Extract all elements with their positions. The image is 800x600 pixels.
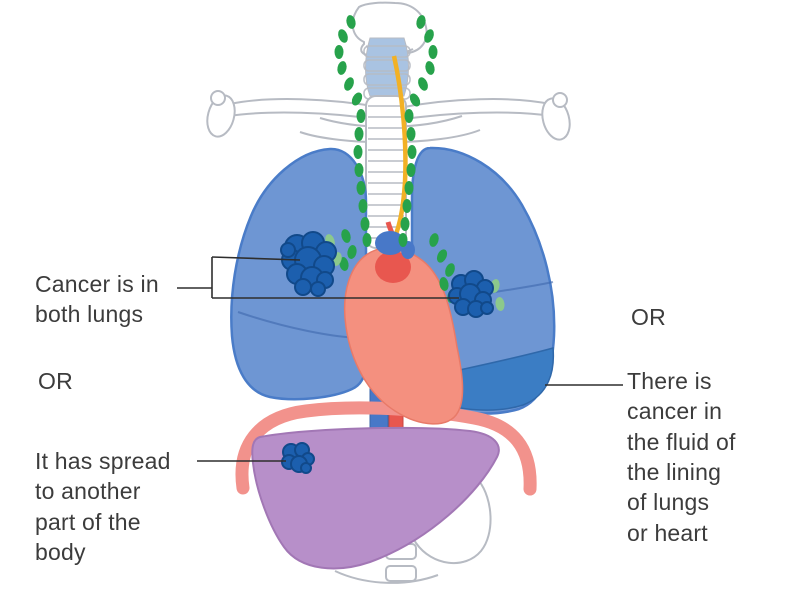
- heart-body: [343, 246, 464, 425]
- label-or-left: OR: [38, 368, 73, 394]
- pleural-fluid-region: [436, 347, 555, 411]
- right-shoulder-joint: [541, 97, 571, 141]
- liver: [251, 426, 500, 570]
- pulmonary-vein-blue: [375, 231, 405, 255]
- right-clavicle: [397, 98, 558, 122]
- tumor-left-lung: [280, 231, 337, 297]
- label-or-right: OR: [631, 304, 666, 330]
- left-shoulder-joint: [206, 94, 236, 138]
- right-shoulder-cap: [552, 92, 568, 108]
- tumor-right-lung: [448, 270, 494, 318]
- lymph-nodes: [325, 15, 505, 313]
- diaphragm: [235, 401, 537, 496]
- tumor-liver: [281, 442, 315, 474]
- label-fluid-lining: There is cancer in the fluid of the lini…: [627, 368, 736, 546]
- intestine-outline: [334, 570, 439, 584]
- pulmonary-artery-red: [375, 251, 411, 283]
- pointer-left-lung-tumor: [211, 256, 301, 261]
- vagus-nerve: [388, 55, 408, 248]
- pointer-lines: [177, 256, 623, 462]
- label-cancer-both-lungs: Cancer is in both lungs: [35, 271, 159, 328]
- left-shoulder-cap: [210, 90, 226, 106]
- heart: [343, 231, 464, 425]
- skeleton-upper: [206, 1, 571, 249]
- label-spread-other-part: It has spread to another part of the bod…: [35, 448, 171, 566]
